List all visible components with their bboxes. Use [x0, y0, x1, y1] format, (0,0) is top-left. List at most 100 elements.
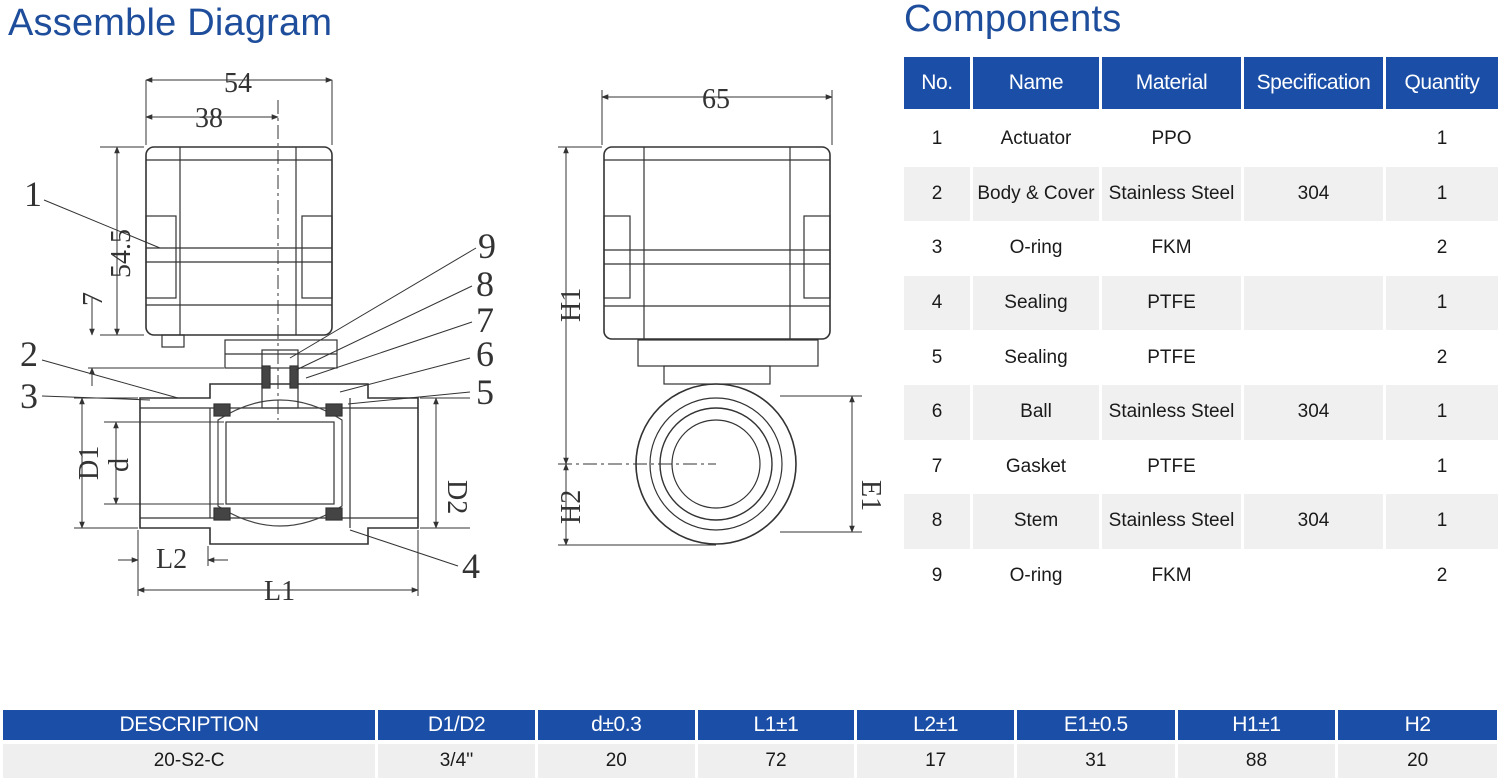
dim-38: 38: [195, 103, 223, 134]
cell-no: 6: [904, 384, 970, 440]
callout-9: 9: [478, 226, 496, 266]
cell-material: Stainless Steel: [1102, 166, 1241, 222]
side-view: [603, 146, 831, 545]
dimensions-table: DESCRIPTION D1/D2 d±0.3 L1±1 L2±1 E1±0.5…: [3, 710, 1497, 778]
dim-D2: D2: [441, 480, 472, 514]
components-title: Components: [904, 0, 1122, 40]
cell-quantity: 1: [1436, 128, 1448, 150]
cell-e1: 31: [1016, 744, 1175, 778]
actuator-side: [603, 146, 831, 340]
dim-H2: H2: [556, 490, 587, 524]
header-h2: H2: [1338, 710, 1497, 740]
cell-quantity: 2: [1436, 565, 1448, 587]
cell-quantity: 1: [1386, 494, 1498, 549]
table-row: 3 O-ring FKM 2: [904, 221, 1498, 276]
header-l2: L2±1: [857, 710, 1014, 740]
cell-name: Sealing: [973, 275, 1099, 331]
dim-H1: H1: [556, 288, 587, 322]
cell-specification: 304: [1244, 166, 1383, 222]
callout-numbers: 1 2 3 4 5 6 7 8 9: [20, 174, 496, 586]
side-dimensions: [558, 90, 862, 546]
cell-name: Body & Cover: [973, 166, 1099, 222]
cell-no: 7: [931, 455, 943, 477]
dimensions-header-row: DESCRIPTION D1/D2 d±0.3 L1±1 L2±1 E1±0.5…: [3, 710, 1497, 740]
cell-quantity: 1: [1436, 455, 1448, 477]
cell-name: Actuator: [1000, 128, 1072, 150]
table-row: 1 Actuator PPO 1: [904, 112, 1498, 167]
callout-6: 6: [476, 334, 494, 374]
cell-name: O-ring: [1009, 237, 1063, 259]
cell-material: PPO: [1151, 128, 1192, 150]
cell-no: 4: [904, 275, 970, 331]
header-d1-d2: D1/D2: [378, 710, 535, 740]
header-name: Name: [973, 57, 1099, 109]
cell-material: Stainless Steel: [1102, 494, 1241, 549]
header-h1: H1±1: [1177, 710, 1336, 740]
cell-quantity: 1: [1386, 384, 1498, 440]
table-row: 8 Stem Stainless Steel 304 1: [904, 494, 1498, 549]
callout-4: 4: [462, 546, 480, 586]
cell-specification: 304: [1244, 494, 1383, 549]
cell-material: PTFE: [1147, 455, 1196, 477]
components-header-row: No. Name Material Specification Quantity: [904, 57, 1498, 109]
dim-E1: E1: [855, 480, 886, 511]
dim-65: 65: [702, 84, 730, 115]
cell-name: Stem: [973, 494, 1099, 549]
callout-1: 1: [24, 174, 42, 214]
header-d: d±0.3: [537, 710, 695, 740]
dimension-labels: 54 38 54.5 7 65 H1 H2 E1 D1 d D2 L1 L2: [74, 68, 886, 607]
dim-54-5: 54.5: [106, 229, 137, 278]
cell-l1: 72: [697, 744, 855, 778]
cell-name: Sealing: [1004, 346, 1068, 368]
cell-no: 3: [931, 237, 943, 259]
cell-name: O-ring: [1009, 565, 1063, 587]
ball: [217, 399, 343, 527]
header-no: No.: [904, 57, 970, 109]
header-material: Material: [1102, 57, 1241, 109]
cell-name: Gasket: [1005, 455, 1067, 477]
cell-h1: 88: [1177, 744, 1336, 778]
dim-d: d: [104, 458, 135, 472]
cell-d: 20: [537, 744, 695, 778]
cell-l2: 17: [857, 744, 1014, 778]
cell-specification: [1244, 440, 1383, 495]
valve-body-section: [139, 383, 419, 545]
header-l1: L1±1: [697, 710, 855, 740]
table-row: 5 Sealing PTFE 2: [904, 330, 1498, 385]
callout-3: 3: [20, 376, 38, 416]
dim-L1: L1: [264, 576, 295, 607]
header-specification: Specification: [1244, 57, 1383, 109]
assembly-drawing: 54 38 54.5 7 65 H1 H2 E1 D1 d D2 L1 L2 1…: [20, 68, 886, 607]
bracket-side: [637, 339, 819, 367]
callout-7: 7: [476, 300, 494, 340]
front-view: [139, 146, 419, 545]
cell-quantity: 2: [1436, 346, 1448, 368]
front-dimensions: [74, 77, 470, 596]
cell-material: Stainless Steel: [1102, 384, 1241, 440]
header-e1: E1±0.5: [1016, 710, 1175, 740]
table-row: 6 Ball Stainless Steel 304 1: [904, 384, 1498, 440]
table-row: 2 Body & Cover Stainless Steel 304 1: [904, 166, 1498, 222]
cell-specification: [1244, 112, 1383, 167]
cell-d1-d2: 3/4'': [378, 744, 535, 778]
dim-D1: D1: [74, 446, 105, 480]
cell-no: 5: [931, 346, 943, 368]
components-table: No. Name Material Specification Quantity…: [904, 57, 1498, 603]
cell-material: PTFE: [1147, 346, 1196, 368]
cell-no: 2: [904, 166, 970, 222]
actuator-housing: [145, 146, 333, 336]
table-row: 20-S2-C 3/4'' 20 72 17 31 88 20: [3, 744, 1497, 778]
cell-specification: [1244, 221, 1383, 276]
table-row: 7 Gasket PTFE 1: [904, 440, 1498, 495]
cell-no: 8: [904, 494, 970, 549]
cell-specification: [1244, 330, 1383, 385]
cell-specification: 304: [1244, 384, 1383, 440]
dim-L2: L2: [156, 544, 187, 575]
cell-specification: [1244, 275, 1383, 331]
cell-specification: [1244, 549, 1383, 604]
header-description: DESCRIPTION: [3, 710, 376, 740]
dim-7: 7: [78, 292, 109, 306]
dim-54: 54: [224, 68, 252, 99]
cell-name: Ball: [973, 384, 1099, 440]
cell-material: FKM: [1151, 237, 1192, 259]
